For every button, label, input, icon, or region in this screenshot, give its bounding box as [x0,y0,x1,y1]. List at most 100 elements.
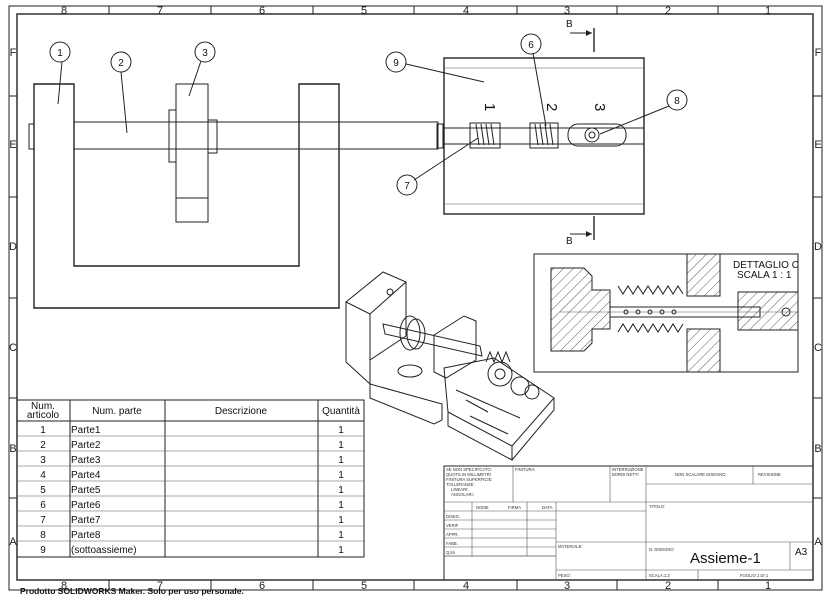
bom-header-item-1: Num. [31,401,55,412]
bom-row-9-qty: 1 [338,545,344,556]
bom-row-9-num: 9 [40,545,46,556]
detail-scale: SCALA 1 : 1 [737,270,792,281]
zone-col-7: 7 [157,5,163,17]
balloon-2-label: 2 [118,58,124,69]
zone-row-d-right: D [814,241,822,253]
tb-role-drawn: DISEG. [446,514,460,519]
tb-col-sign: FIRMA [508,505,521,510]
bom-row-7-qty: 1 [338,515,344,526]
bom-row-5-part: Parte5 [71,485,101,496]
tb-note-1: SE NON SPECIFICATO: [446,467,492,472]
zone-col-4: 4 [463,5,469,17]
zone-col-6-bottom: 6 [259,580,265,592]
tb-scale: SCALA:1:2 [649,573,670,578]
bom-row-1-num: 1 [40,425,46,436]
tb-drawing-no-label: N. DISEGNO [649,547,674,552]
top-view: 1 2 3 [443,57,645,215]
section-marker-bottom: B [566,216,595,247]
gear-mark-1: 1 [481,103,498,111]
zone-col-4-bottom: 4 [463,580,469,592]
tb-size: A3 [795,547,808,558]
zone-row-c-right: C [814,342,822,354]
balloon-9-label: 8 [674,96,680,107]
zone-labels-top: 8 7 6 5 4 3 2 1 [61,5,771,17]
zone-col-2: 2 [665,5,671,17]
bom-row-5-num: 5 [40,485,46,496]
bom-row-8-part: Parte8 [71,530,101,541]
bom-row-5-qty: 1 [338,485,344,496]
tb-finish: FINITURA: [515,467,535,472]
balloon-8: 9 [385,51,485,83]
zone-labels-right: F E D C B A [814,47,822,548]
tb-col-name: NOME [476,505,489,510]
zone-col-3: 3 [564,5,570,17]
zone-row-e-right: E [814,139,821,151]
tb-revision: REVISIONE [758,472,781,477]
section-marker-top: B [566,19,595,52]
zone-col-7-bottom: 7 [157,580,163,592]
zone-row-e: E [9,139,16,151]
bom-header-item-2: articolo [27,410,60,421]
tb-col-date: DATA [542,505,553,510]
bom-row-4-part: Parte4 [71,470,101,481]
bom-row-8-num: 8 [40,530,46,541]
tb-note-4: TOLLERANZE: [446,482,475,487]
bom-row-1-part: Parte1 [71,425,101,436]
tb-deburr-1: INTERRUZIONE [612,467,644,472]
zone-row-c: C [9,342,17,354]
bom-rows: 1 Parte1 1 2 Parte2 1 3 Parte3 1 4 Parte… [40,425,344,556]
tb-role-quality: Q.ità [446,550,456,555]
zone-row-f: F [10,47,17,59]
bom-row-6-num: 6 [40,500,46,511]
bom-row-3-num: 3 [40,455,46,466]
balloon-1-label: 1 [57,48,63,59]
bom-row-3-qty: 1 [338,455,344,466]
balloon-3-label: 3 [202,48,208,59]
zone-col-6: 6 [259,5,265,17]
bom-header-part: Num. parte [92,406,142,417]
bom-row-2-qty: 1 [338,440,344,451]
sheet-frame [8,5,823,591]
balloon-1: 1 [49,41,71,105]
zone-col-1: 1 [765,5,771,17]
section-label-top: B [566,19,573,30]
balloon-7-label: 7 [404,181,410,192]
bom-header-desc: Descrizione [215,406,268,417]
tb-drawing-name: Assieme-1 [690,550,761,567]
tb-sheet: FOGLIO 1 DI 1 [740,573,769,578]
tb-note-5: LINEARI: [451,487,468,492]
tb-no-scale: NON SCALARE DISEGNO [675,472,726,477]
detail-view: DETTAGLIO C SCALA 1 : 1 [533,253,799,373]
tb-deburr-2: BORDI NETTI [612,472,639,477]
bom-row-4-qty: 1 [338,470,344,481]
bom-row-6-part: Parte6 [71,500,101,511]
section-label-bottom: B [566,236,573,247]
zone-row-b-right: B [814,443,821,455]
isometric-view [345,271,555,461]
tb-role-mfg: FABB. [446,541,458,546]
gear-mark-3: 3 [591,103,608,111]
bom-row-3-part: Parte3 [71,455,101,466]
zone-row-b: B [9,443,16,455]
zone-labels-bottom: 8 7 6 5 4 3 2 1 [61,580,771,592]
gear-mark-2: 2 [543,103,560,111]
tb-weight: PESO: [558,573,571,578]
title-block: SE NON SPECIFICATO: QUOTE IN MILLIMETRI … [443,465,814,581]
zone-row-d: D [9,241,17,253]
tb-note-6: ANGOLARI: [451,492,474,497]
zone-row-f-right: F [815,47,822,59]
balloon-7: 7 [396,137,479,196]
balloon-6: 6 [520,33,547,127]
tb-note-3: FINITURA SUPERFICIE: [446,477,493,482]
balloon-8-label: 9 [393,58,399,69]
bom-row-1-qty: 1 [338,425,344,436]
zone-col-5-bottom: 5 [361,580,367,592]
balloon-2: 2 [110,51,132,134]
bom-row-7-part: Parte7 [71,515,101,526]
balloon-9: 8 [599,89,688,135]
bom-row-8-qty: 1 [338,530,344,541]
tb-note-2: QUOTE IN MILLIMETRI [446,472,491,477]
balloon-3: 3 [188,41,216,97]
bom-row-9-part: (sottoassieme) [71,545,137,556]
